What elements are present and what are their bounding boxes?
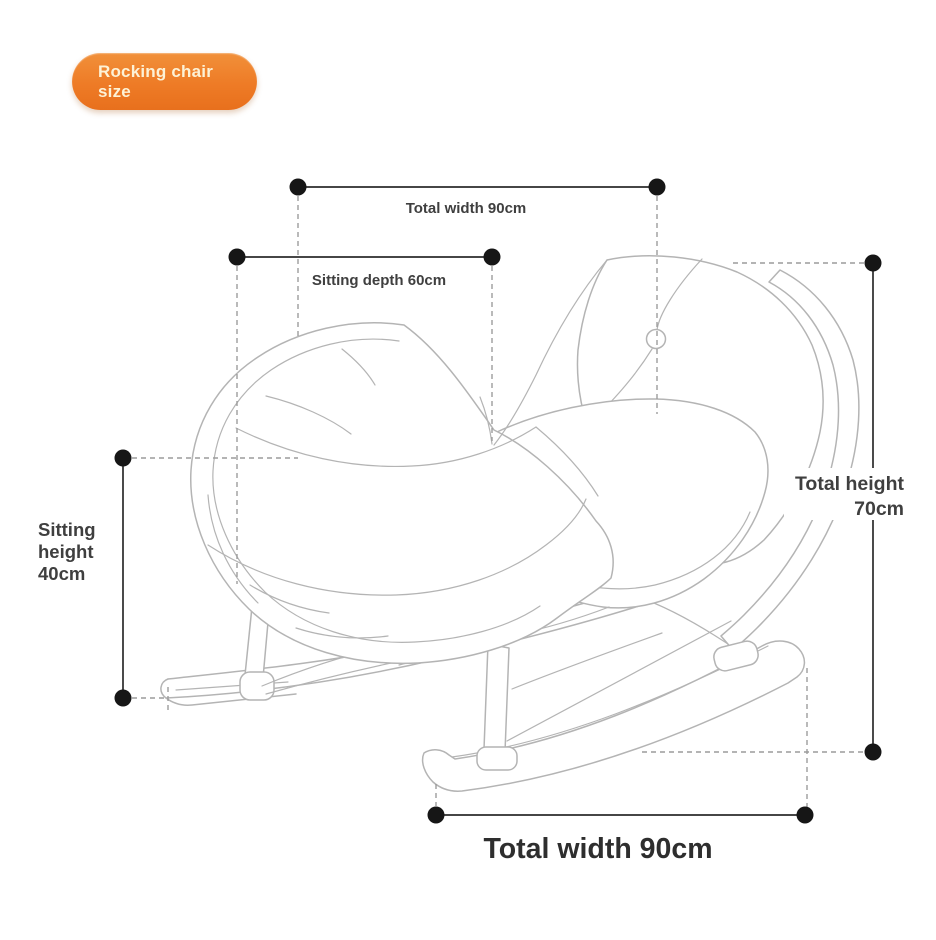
seat-bowl xyxy=(190,259,614,665)
dim-total-height: Total height 70cm xyxy=(642,254,910,810)
dimension-annotations: Total width 90cm Sitting depth 60cm Sitt… xyxy=(38,178,910,865)
label-total-width-bottom: Total width 90cm xyxy=(483,833,712,865)
dim-sitting-depth: Sitting depth 60cm xyxy=(228,248,501,584)
badge-line2: size xyxy=(98,81,131,101)
dim-total-width-bottom: Total width 90cm xyxy=(427,784,814,865)
label-total-height-1: Total height xyxy=(795,473,905,495)
label-sitting-height-2: height xyxy=(38,541,94,562)
title-badge: Rocking chair size xyxy=(72,53,257,110)
dim-total-width-top: Total width 90cm xyxy=(289,178,666,414)
label-total-height-2: 70cm xyxy=(854,498,904,520)
label-sitting-height-3: 40cm xyxy=(38,563,85,584)
label-sitting-height-1: Sitting xyxy=(38,519,96,540)
chair-illustration xyxy=(160,255,860,792)
dim-sitting-height: Sitting height 40cm xyxy=(38,449,298,714)
badge-line1: Rocking chair xyxy=(98,62,214,81)
leg-feet xyxy=(476,640,759,771)
front-left-leg xyxy=(483,643,510,753)
label-sitting-depth: Sitting depth 60cm xyxy=(312,272,446,289)
label-total-width-top: Total width 90cm xyxy=(406,200,527,217)
tufting-button xyxy=(645,328,667,350)
